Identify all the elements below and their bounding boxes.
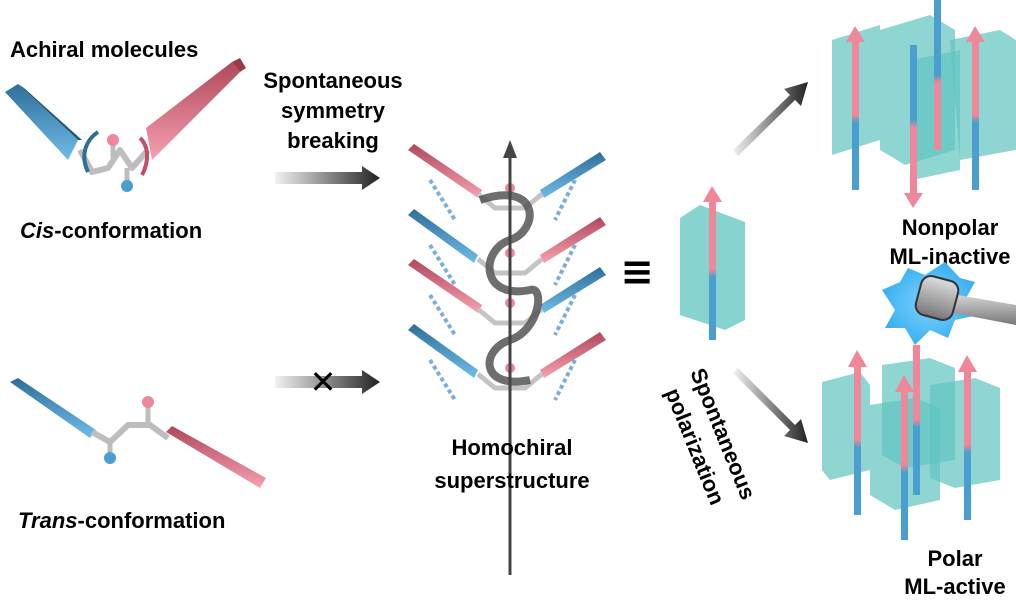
polar-assembly [822,345,1000,540]
helix-ribbon [478,191,543,386]
arrow-to-polar [733,368,808,443]
dipole-rod-up [852,40,859,190]
symmetry-breaking-line2: symmetry [281,98,386,123]
hydrogen-bond [428,178,457,222]
cis-molecule [5,58,246,192]
dipole-rod-up [901,390,908,540]
homochiral-label-line1: Homochiral [451,435,572,460]
arrow-blocked [275,370,380,394]
arrow-to-nonpolar [733,82,808,156]
backbone [90,422,170,445]
cis-suffix: -conformation [54,218,202,243]
dipole-rod-up [854,365,861,515]
pink-mesogen [408,144,482,198]
pink-mesogen [146,62,240,160]
polar-column-unit [680,186,745,340]
helix-axis-arrowhead [503,140,517,158]
blue-mesogen [10,378,96,438]
rotation-arrow-blue [82,130,100,173]
rotation-arrow-pink [138,136,149,176]
trans-suffix: -conformation [78,508,226,533]
achiral-molecules-label: Achiral molecules [10,37,198,62]
dipole-rod-down [910,45,917,195]
arrow-symmetry-breaking [275,166,380,190]
oxygen-atom [142,396,154,408]
nitrogen-atom [121,180,133,192]
hydrogen-bond [553,179,577,221]
hydrogen-bond [553,294,577,336]
dipole-rod [709,200,716,340]
blocked-cross-icon: ✕ [310,363,337,401]
hydrogen-bond [553,359,577,401]
blue-mesogen [540,152,606,198]
trans-prefix: Trans [18,508,78,533]
hammer-handle [938,292,1016,325]
symmetry-breaking-line3: breaking [287,128,379,153]
trans-conformation-label: Trans-conformation [18,508,225,533]
blue-mesogen [540,267,606,313]
hydrogen-bond [428,293,457,337]
hydrogen-bond [553,244,577,286]
backbone [77,147,151,175]
polar-label: Polar [927,546,982,571]
hydrogen-bond [428,243,457,287]
symmetry-breaking-line1: Spontaneous [263,68,402,93]
pink-mesogen [166,426,266,488]
pink-mesogen [540,217,606,263]
nonpolar-assembly [832,0,1016,208]
dipole-rod-up [972,40,979,190]
dipole-arrowhead [703,186,722,202]
ml-inactive-label: ML-inactive [889,244,1010,269]
pink-mesogen [540,332,606,378]
homochiral-label-line2: superstructure [434,468,589,493]
blue-mesogen [5,84,78,160]
blue-mesogen [408,324,478,378]
oxygen-atom [107,134,119,146]
dipole-rod-up [913,345,920,495]
pink-mesogen [408,259,482,313]
ml-active-label: ML-active [904,574,1005,599]
trans-molecule [10,378,266,488]
hammer-icon [914,275,960,321]
dipole-rod-down [934,0,941,150]
nitrogen-atom [104,452,116,464]
hydrogen-bond [428,358,457,402]
cis-prefix: Cis [20,218,54,243]
nonpolar-label: Nonpolar [902,215,999,240]
cis-conformation-label: Cis-conformation [20,218,202,243]
blue-mesogen [408,209,478,263]
equivalence-symbol: ≡ [620,249,654,295]
homochiral-superstructure [408,140,606,575]
dipole-rod-up [964,370,971,520]
